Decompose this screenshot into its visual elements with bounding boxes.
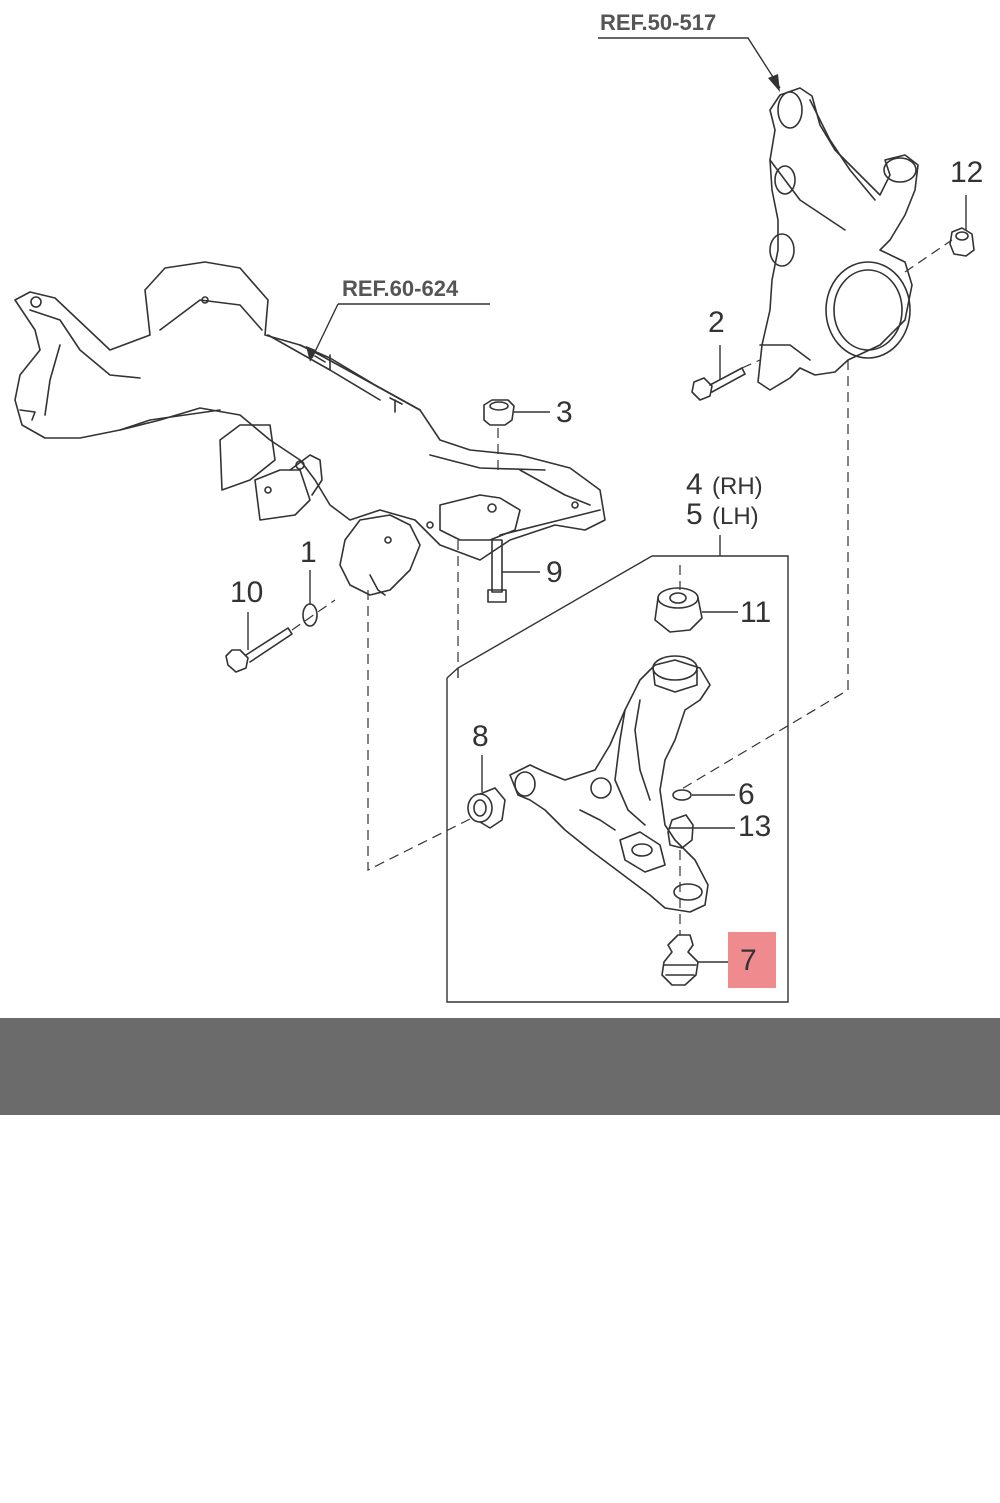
washer-1: [302, 603, 318, 627]
leader-lines: [247, 37, 967, 1003]
bushing-13: [667, 814, 694, 849]
ref-label-subframe: REF.60-624: [342, 276, 459, 301]
exploded-parts-diagram: [14, 37, 975, 1003]
callout-12: 12: [950, 156, 984, 189]
footer-position-code: N - 07: [722, 1336, 826, 1378]
callout-7: 7: [740, 944, 757, 977]
lower-control-arm: [509, 655, 711, 913]
footer-part-number: 0K2FA34550: [456, 1239, 676, 1281]
footer-text: HYUNDAI KIA - 0K2FA34550 N - 07: [0, 1018, 1000, 1378]
footer-brand: HYUNDAI KIA -: [178, 1142, 453, 1184]
callout-5-side: (LH): [712, 503, 759, 530]
callout-6: 6: [738, 778, 755, 811]
nut-3: [483, 399, 515, 426]
ball-joint-7: [661, 934, 699, 986]
callout-8: 8: [472, 720, 489, 753]
callout-13: 13: [738, 810, 772, 843]
bolt-9: [487, 539, 507, 603]
footer-bar: HYUNDAI KIA - 0K2FA34550 N - 07: [0, 1018, 1000, 1378]
bushing-8: [467, 787, 506, 829]
callout-4: 4: [686, 468, 703, 501]
callout-1: 1: [300, 536, 317, 569]
assembly-lines: [291, 239, 953, 935]
callout-10: 10: [230, 576, 264, 609]
bolt-2: [691, 367, 746, 401]
nut-12: [949, 227, 975, 257]
washer-6: [672, 789, 692, 801]
callout-5: 5: [686, 498, 703, 531]
callout-9: 9: [546, 556, 563, 589]
subframe-crossmember: [14, 261, 606, 596]
callout-3: 3: [556, 396, 573, 429]
bushing-11: [654, 587, 703, 633]
arrow-heads: [306, 74, 780, 362]
callout-4-side: (RH): [712, 473, 763, 500]
callout-2: 2: [708, 306, 725, 339]
steering-knuckle: [757, 87, 919, 391]
highlighted-part-box: [728, 932, 776, 988]
ref-label-knuckle: REF.50-517: [600, 10, 717, 35]
bolt-10: [225, 627, 293, 673]
callout-11: 11: [740, 596, 772, 629]
